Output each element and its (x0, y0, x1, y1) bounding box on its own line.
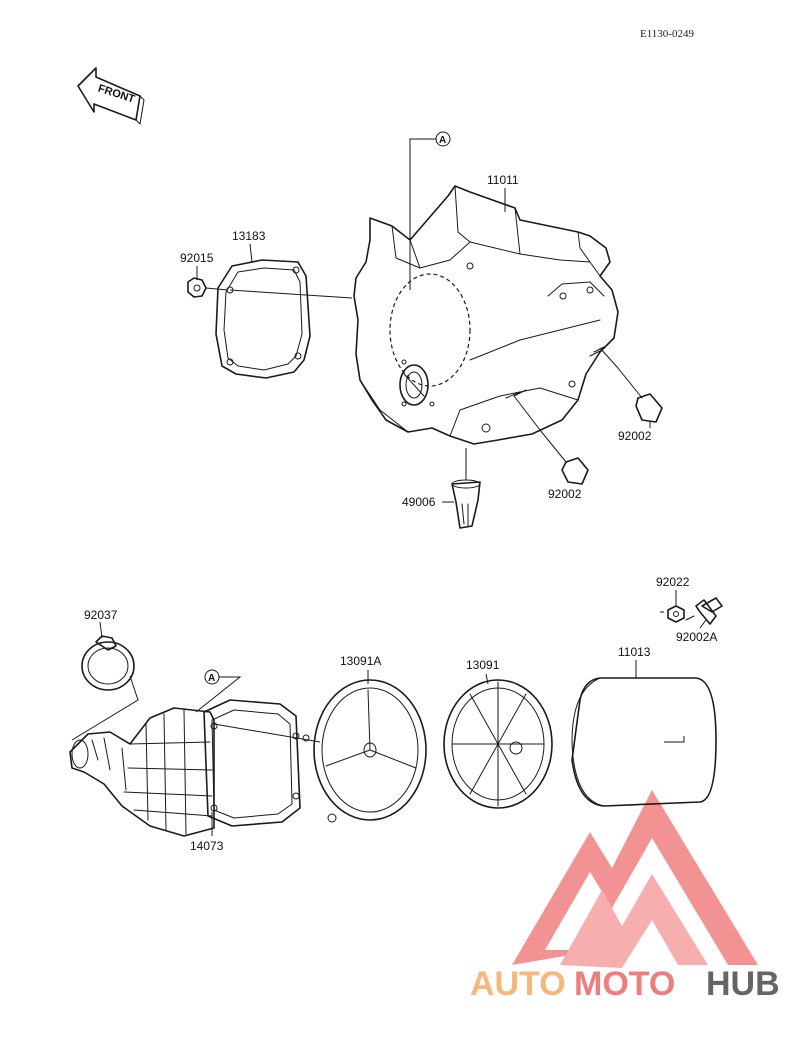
nut-92015 (187, 277, 207, 298)
label-92037: 92037 (84, 608, 118, 622)
label-92002-bottom: 92002 (548, 487, 582, 501)
reference-mark-a-upper-label: A (439, 135, 446, 146)
label-92015: 92015 (180, 251, 214, 265)
nut-92022 (667, 605, 685, 623)
watermark-logo (512, 790, 758, 968)
hose-clamp (81, 635, 135, 691)
bolt-92002-right (617, 367, 663, 423)
label-92022: 92022 (656, 575, 690, 589)
filter-cage-13091 (443, 679, 553, 809)
front-arrow-icon: FRONT (77, 67, 145, 125)
label-13091a: 13091A (340, 654, 381, 668)
gasket (215, 259, 311, 379)
label-92002-right: 92002 (618, 429, 652, 443)
label-11013: 11013 (618, 645, 651, 659)
air-box-housing (353, 185, 619, 445)
reference-mark-a-upper: A (435, 131, 451, 147)
reference-mark-a-lower: A (204, 669, 220, 685)
drain-plug (451, 479, 481, 529)
watermark-text: AUTO MOTO HUB (470, 965, 780, 1003)
watermark-moto: MOTO (574, 965, 675, 1003)
label-92002a: 92002A (676, 630, 717, 644)
label-11011: 11011 (487, 173, 519, 187)
label-13183: 13183 (232, 229, 266, 243)
intake-duct (69, 699, 301, 837)
reference-mark-a-lower-label: A (208, 673, 215, 684)
diagram-code: E1130-0249 (640, 28, 694, 40)
air-filter-element (571, 677, 717, 807)
filter-cover-13091a (302, 679, 427, 823)
label-49006: 49006 (402, 495, 436, 509)
label-13091: 13091 (466, 658, 500, 672)
bolt-92002-bottom (539, 429, 589, 485)
watermark-auto: AUTO (470, 965, 566, 1003)
label-14073: 14073 (190, 839, 224, 853)
watermark-hub: HUB (706, 965, 780, 1003)
wing-bolt-92002a (685, 597, 723, 625)
